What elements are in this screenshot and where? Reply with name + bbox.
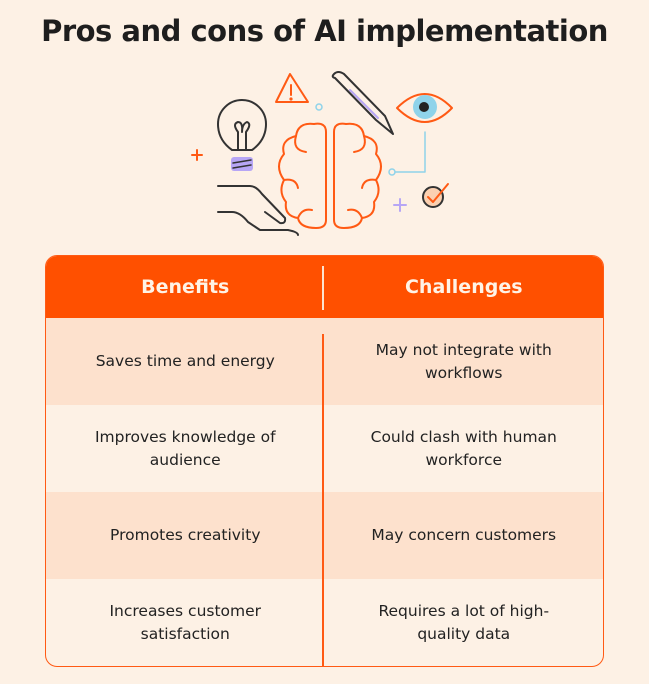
- page-title: Pros and cons of AI implementation: [41, 14, 608, 48]
- warning-icon: [275, 73, 309, 103]
- challenge-cell: Could clash with human workforce: [370, 427, 557, 469]
- benefit-cell: Increases customer satisfaction: [109, 601, 262, 643]
- brain-icon: [278, 122, 382, 229]
- benefit-cell: Improves knowledge of audience: [94, 427, 276, 469]
- dot-icon: [315, 103, 323, 111]
- table-row: Saves time and energy May not integrate …: [46, 318, 603, 405]
- table-row: Promotes creativity May concern customer…: [46, 492, 603, 579]
- challenge-cell: May not integrate with workflows: [375, 340, 552, 382]
- hand-icon: [217, 185, 299, 236]
- header-divider: [322, 266, 324, 310]
- pros-cons-table: Benefits Challenges Saves time and energ…: [45, 255, 604, 667]
- plus-icon: [191, 149, 203, 161]
- challenge-cell: May concern customers: [371, 526, 557, 544]
- pencil-icon: [331, 71, 394, 135]
- eye-icon: [388, 93, 453, 176]
- lightbulb-icon: [217, 99, 267, 171]
- column-divider: [322, 334, 324, 666]
- table-row: Improves knowledge of audience Could cla…: [46, 405, 603, 492]
- checkmark-icon: [422, 183, 449, 208]
- table-header: Benefits Challenges: [46, 256, 603, 318]
- benefit-cell: Promotes creativity: [110, 526, 261, 544]
- plus-icon: [393, 198, 407, 212]
- table-row: Increases customer satisfaction Requires…: [46, 579, 603, 666]
- benefit-cell: Saves time and energy: [95, 352, 275, 370]
- ai-illustration: [191, 71, 453, 236]
- header-challenges: Challenges: [404, 276, 523, 298]
- challenge-cell: Requires a lot of high-quality data: [378, 601, 550, 643]
- header-benefits: Benefits: [141, 276, 230, 298]
